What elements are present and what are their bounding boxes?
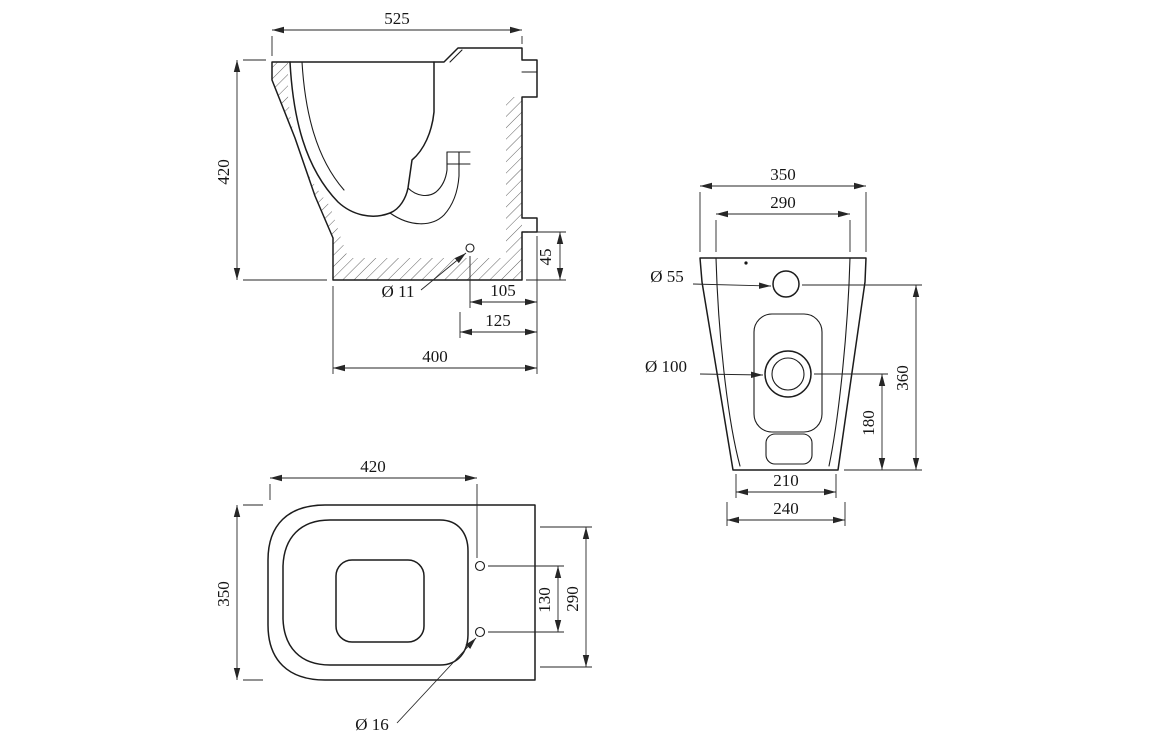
side-view-dimensions: 525 420 45 Ø 11 105 125 400 [214, 9, 566, 374]
rear-outer-outline [699, 257, 867, 471]
side-section-view [271, 47, 538, 281]
plan-outer-outline [267, 504, 536, 681]
dim-label-outlet-to-back: 125 [485, 311, 511, 330]
dim-label-rear-overall-width: 350 [770, 165, 796, 184]
outlet-hole-100-outer [764, 350, 812, 398]
dim-label-plan-overall-width: 350 [214, 581, 233, 607]
top-plan-view [267, 504, 536, 681]
dim-label-outlet-center-height: 180 [859, 410, 878, 436]
section-hatch-back-wall [506, 97, 522, 280]
bowl-inner-profile [289, 61, 435, 217]
rim-inner-line [301, 61, 345, 191]
rear-inner-left [715, 257, 741, 467]
dim-label-rim-width: 290 [770, 193, 796, 212]
dim-label-base-length: 400 [422, 347, 448, 366]
section-hatch-front-wall [272, 62, 506, 280]
dim-label-outlet-hole-dia: Ø 100 [645, 357, 687, 376]
dim-label-lower-width: 240 [773, 499, 799, 518]
dim-label-hole-spacing: 130 [535, 587, 554, 613]
ext-lines-420p [269, 484, 478, 558]
dim-label-rear-overall-height: 360 [893, 365, 912, 391]
dim-label-inlet-hole-dia: Ø 55 [650, 267, 684, 286]
leader-hole-100 [699, 371, 764, 379]
ext-lines-105 [469, 236, 538, 374]
ext-lines-350p [243, 504, 263, 681]
dim-label-overall-height: 420 [214, 159, 233, 185]
dim-label-length-to-holes: 420 [360, 457, 386, 476]
seat-fixing-hole-top [474, 560, 486, 572]
dim-label-overall-width: 525 [384, 9, 410, 28]
rear-view-dimensions: 350 290 Ø 55 Ø 100 360 180 210 240 [645, 165, 922, 526]
trap-outer-curve [389, 151, 460, 225]
dim-label-hole-to-back: 105 [490, 281, 516, 300]
trap-inner-curve [407, 151, 448, 197]
dim-label-plan-fixing-hole-dia: Ø 16 [355, 715, 389, 734]
inlet-hole-55 [772, 270, 800, 298]
dim-label-base-width: 210 [773, 471, 799, 490]
hinge-step-line [449, 49, 463, 63]
base-recess-outline [765, 433, 813, 465]
ext-lines-350r [699, 192, 867, 252]
ext-lines-290r [715, 220, 851, 252]
outlet-hole-100-inner [771, 357, 805, 391]
plan-view-dimensions: 420 350 130 290 Ø 16 [214, 457, 592, 734]
dim-label-outlet-height: 45 [536, 249, 555, 266]
leader-hole-55 [692, 282, 772, 289]
dim-label-fixing-hole-dia: Ø 11 [382, 282, 415, 301]
outlet-console-outline [753, 313, 823, 433]
leader-hole-11 [420, 252, 467, 291]
bowl-opening-outline [335, 559, 425, 643]
rear-inner-right [828, 257, 851, 467]
rear-plan-view [699, 257, 867, 471]
pan-outer-profile [271, 47, 538, 281]
leader-hole-16 [396, 637, 477, 724]
ext-lines-360 [802, 284, 922, 471]
ext-lines-130 [488, 565, 564, 633]
dim-label-seat-length: 290 [563, 586, 582, 612]
ext-lines-420 [243, 59, 327, 281]
seat-ring-outline [282, 519, 469, 666]
side-fixing-hole [465, 243, 475, 253]
ext-lines-525 [271, 36, 523, 56]
small-pilot-hole [744, 261, 748, 265]
seat-fixing-hole-bottom [474, 626, 486, 638]
